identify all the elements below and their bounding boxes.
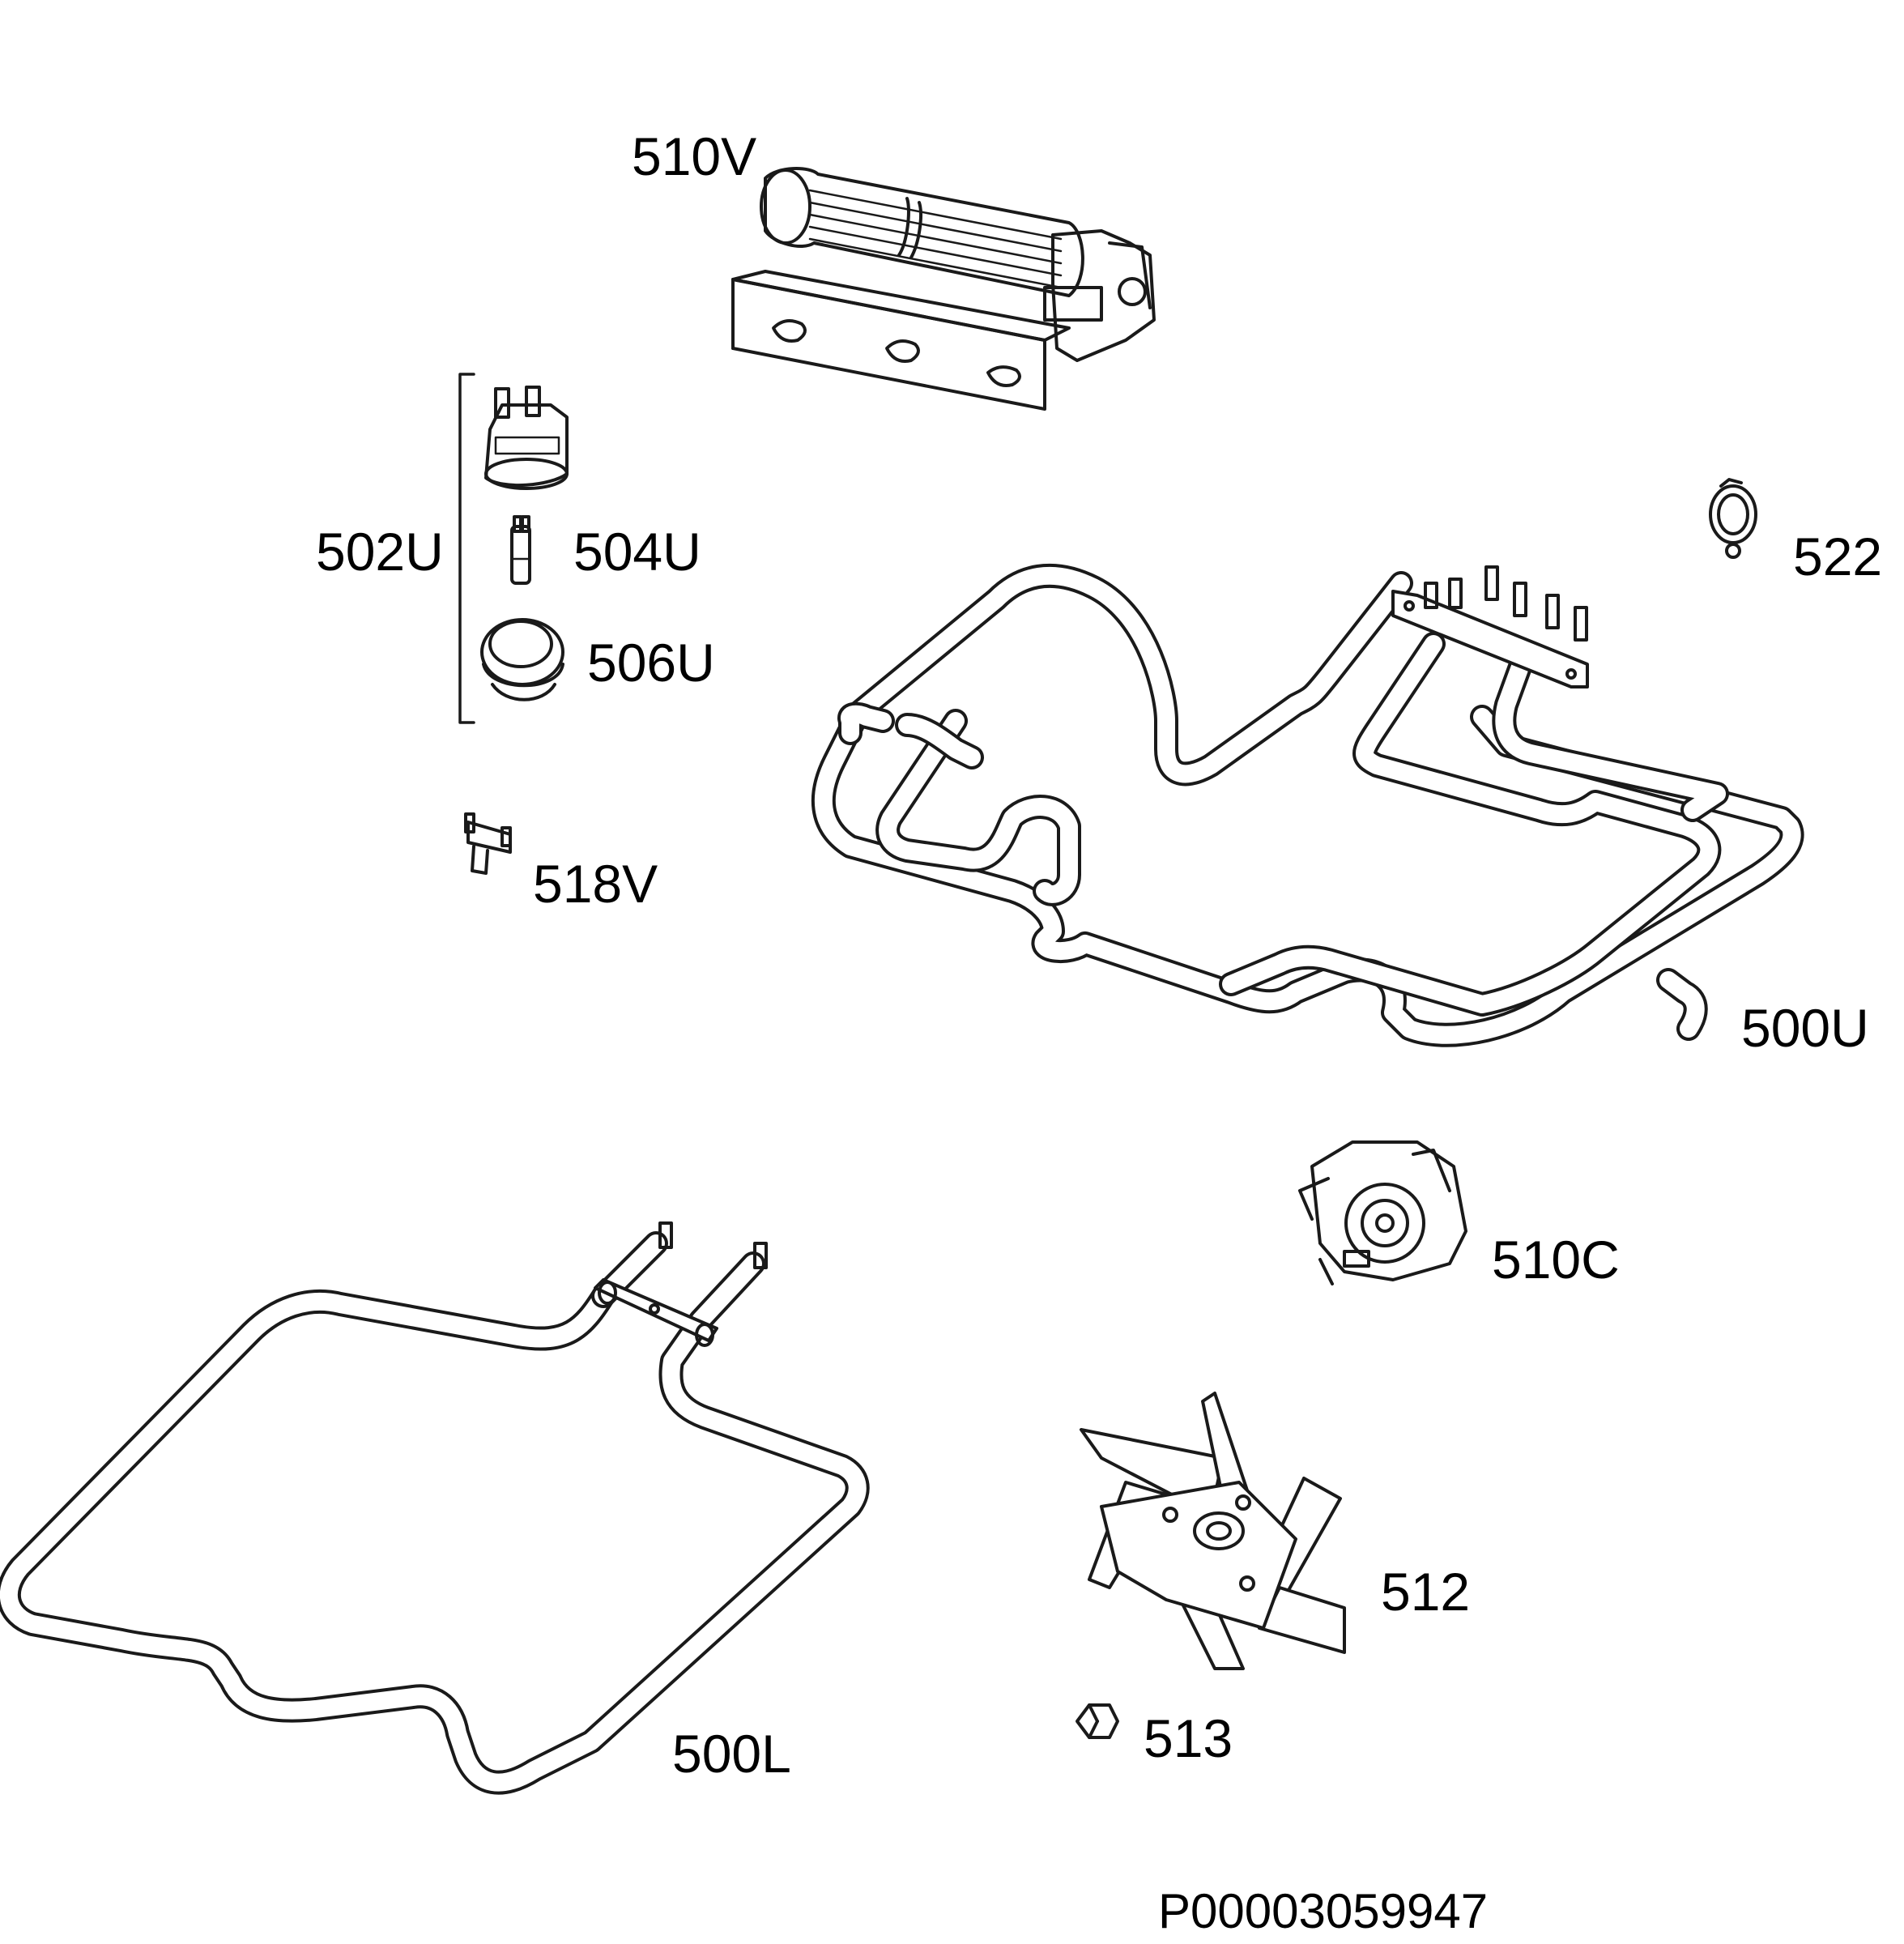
part-500l-lower-element[interactable] [0, 1221, 870, 1795]
document-id: P00003059947 [1158, 1884, 1489, 1938]
part-506u-lamp-cover[interactable] [480, 618, 564, 701]
label-504u: 504U [573, 522, 701, 582]
label-502u: 502U [316, 522, 444, 582]
label-500l: 500L [672, 1724, 791, 1784]
label-510c: 510C [1492, 1230, 1620, 1290]
label-513: 513 [1144, 1708, 1233, 1768]
label-512: 512 [1381, 1562, 1471, 1622]
label-518v: 518V [533, 854, 658, 914]
part-504u-lamp-bulb[interactable] [510, 515, 531, 585]
part-510v-tangential-fan[interactable] [731, 167, 1156, 411]
part-522-clip[interactable] [1709, 478, 1757, 559]
part-502u-lamp-holder[interactable] [484, 386, 569, 490]
part-510c-fan-motor[interactable] [1298, 1140, 1467, 1285]
part-518v-thermostat[interactable] [464, 812, 512, 875]
label-522: 522 [1793, 526, 1883, 586]
part-512-fan-blade[interactable] [1080, 1392, 1346, 1670]
label-510v: 510V [632, 126, 757, 186]
label-506u: 506U [587, 633, 715, 693]
lamp-group-bracket [458, 373, 475, 724]
part-500u-upper-element[interactable] [811, 563, 1804, 1047]
part-513-nut[interactable] [1076, 1703, 1119, 1739]
label-500u: 500U [1741, 998, 1869, 1058]
